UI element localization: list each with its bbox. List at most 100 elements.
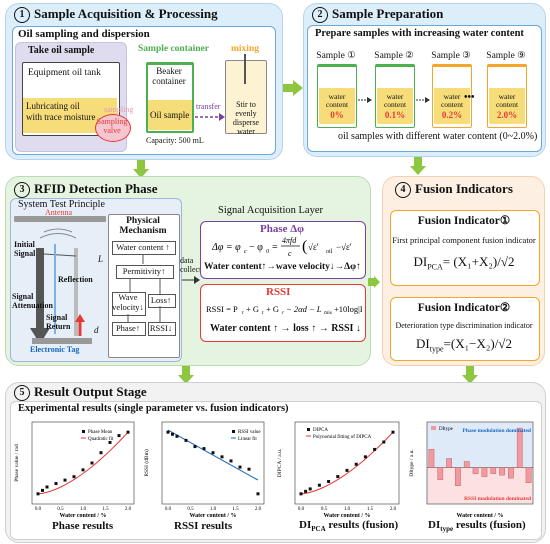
arrow-1-to-3 [133, 160, 149, 178]
phase-region [427, 422, 533, 468]
rssi-box-title: RSSI [266, 286, 291, 298]
oil-sample-label: Oil sample [150, 110, 190, 120]
svg-text:mis: mis [324, 310, 332, 316]
rssi-region [427, 467, 533, 504]
arrow-1-to-2 [283, 80, 303, 96]
phase-box [200, 221, 366, 279]
data-point [229, 459, 233, 463]
sampling-valve[interactable] [95, 114, 131, 142]
antenna-bar [14, 216, 106, 222]
sampling-label: sampling [104, 105, 134, 114]
data-point [391, 430, 395, 434]
x-tick-label: 1.0 [344, 507, 351, 512]
data-point [354, 462, 358, 466]
phase-dominated-note: Phase modulation dominated [463, 428, 531, 434]
x-tick-label: 1.5 [232, 507, 239, 512]
bar [437, 467, 444, 480]
data-point [373, 447, 377, 451]
y-axis-label: DIPCA / a.u. [277, 448, 283, 477]
transfer-arrow [195, 113, 225, 121]
x-axis-label: Water content / % [59, 513, 106, 519]
phase-formula: Δφ = φ c − φ 0 = 4πfd c ( √ε′ oil −√ε′ [212, 236, 352, 258]
legend-label: DItype [439, 427, 454, 432]
sample-oil-fill [434, 88, 470, 124]
data-point [175, 434, 179, 438]
data-point [247, 467, 251, 471]
x-axis-label: Water content / % [456, 513, 503, 519]
data-point [299, 492, 303, 496]
fit-line [300, 431, 394, 495]
bar [525, 467, 532, 483]
data-point [41, 488, 44, 492]
svg-text:0: 0 [266, 249, 269, 255]
equipment-tank-label: Equipment oil tank [28, 68, 101, 78]
sample-percentage: 0% [330, 110, 344, 120]
rssi-box [200, 284, 366, 342]
signal-diagram [30, 228, 92, 344]
data-point [108, 440, 112, 444]
plot-frame [294, 421, 400, 505]
stir-label: Stir to evenly disperse water [232, 100, 260, 136]
y-axis-label: RSSI (dBm) [143, 449, 150, 477]
x-tick-label: 0.0 [165, 507, 172, 512]
svg-text:4πfd: 4πfd [282, 236, 297, 245]
data-point [54, 482, 58, 486]
sample-water-content-label: water content [440, 92, 464, 109]
x-axis-label: Water content / % [189, 513, 236, 519]
svg-text:(: ( [302, 238, 307, 255]
x-tick-label: 1.0 [210, 507, 217, 512]
bar [446, 458, 452, 468]
capacity-label: Capacity: 500 mL [146, 136, 204, 145]
data-point [45, 485, 49, 489]
phase-node-label: Phase↑ [115, 323, 141, 333]
legend-label: Linear fit [238, 437, 257, 442]
mixing-rod [244, 54, 246, 84]
sample-label: Sample ① [316, 51, 356, 61]
y-axis-label: DItype / a.u. [409, 449, 415, 477]
data-point [193, 445, 197, 449]
initial-signal-label: Initial Signal [14, 240, 36, 258]
indicator-1-formula: DIPCA= (X₁+X₂)/√2 [413, 254, 515, 272]
beaker-label: Beaker container [152, 66, 186, 86]
x-tick-label: 1.5 [102, 507, 109, 512]
loss-node-label: Loss↑ [150, 295, 172, 305]
data-point [345, 468, 349, 472]
bar [463, 461, 470, 468]
y-axis-label: Phase value / rad [14, 444, 20, 482]
mixing-label: mixing [231, 44, 259, 54]
reflection-label: Reflection [58, 275, 93, 284]
beaker-oil-fill [148, 100, 192, 130]
sample-water-content-label: water content [325, 92, 349, 109]
dipca-results-caption: DIPCA results (fusion) [299, 519, 399, 534]
signal-layer-label: Signal Acquisition Layer [218, 205, 323, 216]
indicator-2-box [390, 297, 540, 361]
data-point [363, 455, 367, 459]
data-point [117, 434, 121, 438]
rssi-formula: RSSI = P t + G t + G r − 2αd − L mis +10… [206, 304, 362, 316]
legend-marker [82, 430, 85, 433]
legend-label: DIPCA [313, 428, 328, 433]
sample-ellipsis: ••• [464, 92, 475, 103]
data-point [382, 440, 386, 444]
phase-chain: Water content↑→wave velocity↓→Δφ↑ [204, 262, 361, 272]
x-tick-label: 0.0 [298, 507, 305, 512]
sample-water-content-label: water content [383, 92, 407, 109]
L-label: L [98, 254, 104, 264]
legend-label: RSSI value [238, 430, 261, 435]
svg-text:+10log|Γ|²: +10log|Γ|² [334, 304, 362, 314]
lubricating-oil-label: Lubricating oil with trace moisture [26, 101, 96, 122]
bar [490, 467, 497, 474]
sample-step-arrow [416, 97, 430, 103]
transfer-label: transfer [196, 102, 221, 111]
plot-frame [426, 421, 534, 505]
x-tick-label: 1.5 [367, 507, 374, 512]
phase-results-caption: Phase results [52, 520, 114, 532]
data-point [72, 475, 76, 479]
legend-label: Quadratic fit [88, 437, 114, 442]
rssi-results-caption: RSSI results [174, 520, 233, 532]
x-tick-label: 1.0 [80, 507, 87, 512]
bar [428, 449, 435, 468]
